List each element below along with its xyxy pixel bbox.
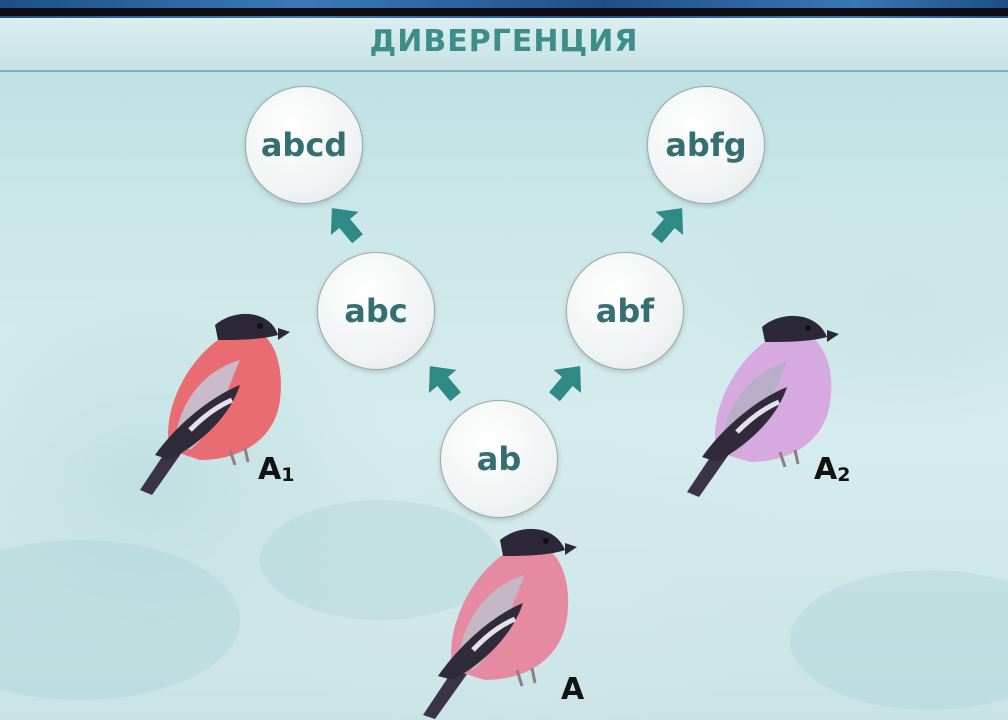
title-bar: [0, 18, 1008, 72]
node-abc-label: abc: [344, 292, 408, 330]
bird-a2-illustration: [687, 315, 839, 497]
node-ab: ab: [440, 400, 558, 518]
bird-a1-illustration: [140, 313, 290, 495]
node-abfg-label: abfg: [665, 126, 747, 164]
node-abf: abf: [566, 252, 684, 370]
node-abcd-label: abcd: [260, 126, 348, 164]
bird-a-label: A: [561, 672, 585, 707]
bird-a-illustration: [423, 528, 577, 719]
page-title: ДИВЕРГЕНЦИЯ: [369, 24, 639, 59]
node-ab-label: ab: [476, 440, 522, 478]
node-abc: abc: [317, 252, 435, 370]
bird-a2-label: A2: [814, 452, 851, 487]
bird-a1-label: A1: [258, 452, 295, 487]
arrow-ab-to-abc: [416, 354, 470, 409]
arrow-ab-to-abf: [540, 354, 594, 409]
arrow-abf-to-abfg: [642, 196, 696, 251]
node-abfg: abfg: [647, 86, 765, 204]
node-abcd: abcd: [245, 86, 363, 204]
node-abf-label: abf: [595, 292, 655, 330]
top-frame-line: [0, 8, 1008, 16]
arrow-abc-to-abcd: [318, 196, 372, 251]
